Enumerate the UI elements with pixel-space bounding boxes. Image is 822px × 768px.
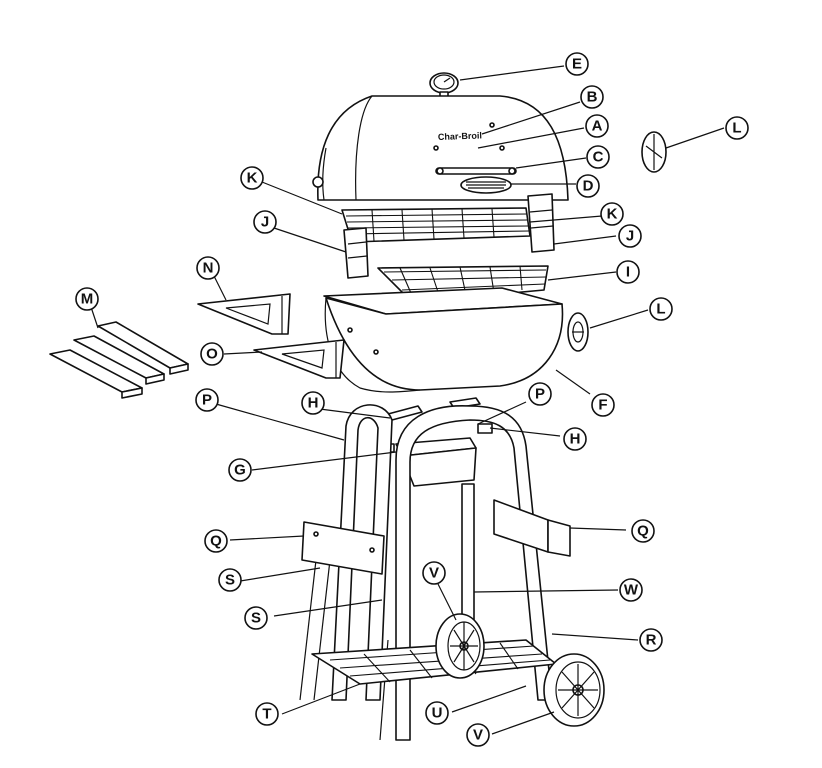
svg-text:S: S xyxy=(225,572,235,589)
svg-text:H: H xyxy=(570,431,581,448)
svg-text:J: J xyxy=(626,228,634,245)
callout-P-left: P xyxy=(195,388,219,412)
callout-J-right: J xyxy=(618,224,642,248)
callout-P-right: P xyxy=(528,382,552,406)
callout-L-lower: L xyxy=(649,297,673,321)
svg-text:V: V xyxy=(473,727,483,744)
callout-V-lower: V xyxy=(466,723,490,747)
ash-pan xyxy=(381,437,477,487)
brand-logo: Char-Broil xyxy=(438,130,482,142)
firebox xyxy=(323,287,564,393)
callout-F: F xyxy=(591,393,615,417)
callout-W: W xyxy=(619,578,643,602)
callout-J-left: J xyxy=(253,210,277,234)
lid-handle-rod xyxy=(435,167,517,175)
svg-text:Q: Q xyxy=(637,523,649,540)
air-damper-top xyxy=(641,131,667,173)
svg-text:W: W xyxy=(624,582,639,599)
shelf-bracket-n xyxy=(197,293,291,335)
callout-L-upper: L xyxy=(725,116,749,140)
shelf-bracket-o xyxy=(253,339,345,379)
callout-T: T xyxy=(255,702,279,726)
callout-S-lower: S xyxy=(244,606,268,630)
callout-V-upper: V xyxy=(422,561,446,585)
svg-text:E: E xyxy=(572,56,582,73)
svg-text:K: K xyxy=(607,206,618,223)
svg-text:L: L xyxy=(656,301,665,318)
callout-U: U xyxy=(425,701,449,725)
wheel-rear xyxy=(435,613,485,679)
svg-text:A: A xyxy=(592,118,603,135)
callout-B: B xyxy=(580,85,604,109)
callout-G: G xyxy=(228,458,252,482)
svg-text:I: I xyxy=(626,264,630,281)
leg-brace-left xyxy=(301,521,385,575)
callout-H-lower: H xyxy=(563,427,587,451)
temperature-gauge xyxy=(429,72,459,99)
side-shelf-slats xyxy=(49,321,189,399)
callout-C: C xyxy=(586,145,610,169)
svg-text:G: G xyxy=(234,462,246,479)
svg-text:P: P xyxy=(535,386,545,403)
callout-K-left: K xyxy=(240,166,264,190)
callout-S-upper: S xyxy=(218,568,242,592)
leg-brace-right xyxy=(493,499,571,557)
callout-M: M xyxy=(75,287,99,311)
svg-text:C: C xyxy=(593,149,604,166)
callout-N: N xyxy=(196,256,220,280)
callout-K-right: K xyxy=(600,202,624,226)
svg-text:N: N xyxy=(203,260,214,277)
svg-text:U: U xyxy=(432,705,443,722)
svg-text:B: B xyxy=(587,89,598,106)
svg-text:S: S xyxy=(251,610,261,627)
lid-handle-grip xyxy=(460,176,512,194)
callout-Q-right: Q xyxy=(631,519,655,543)
svg-text:V: V xyxy=(429,565,439,582)
svg-text:T: T xyxy=(262,706,271,723)
svg-text:K: K xyxy=(247,170,258,187)
svg-text:O: O xyxy=(206,346,218,363)
callout-D: D xyxy=(576,174,600,198)
svg-text:R: R xyxy=(646,632,657,649)
svg-text:M: M xyxy=(81,291,94,308)
wheel-front xyxy=(543,653,605,727)
cooking-grate xyxy=(341,207,531,243)
callout-E: E xyxy=(565,52,589,76)
callout-I: I xyxy=(616,260,640,284)
callout-A: A xyxy=(585,114,609,138)
svg-text:Q: Q xyxy=(210,533,222,550)
svg-text:F: F xyxy=(598,397,607,414)
svg-text:P: P xyxy=(202,392,212,409)
svg-text:L: L xyxy=(732,120,741,137)
svg-text:H: H xyxy=(308,395,319,412)
grate-support-right xyxy=(527,193,555,253)
callout-H-upper: H xyxy=(301,391,325,415)
air-damper-bottom xyxy=(567,312,589,352)
callout-R: R xyxy=(639,628,663,652)
grate-support-left xyxy=(343,227,369,279)
svg-text:J: J xyxy=(261,214,269,231)
leader-lines xyxy=(89,65,725,735)
callout-O: O xyxy=(200,342,224,366)
callout-Q-left: Q xyxy=(204,529,228,553)
svg-text:D: D xyxy=(583,178,594,195)
cart-frame xyxy=(299,404,553,741)
